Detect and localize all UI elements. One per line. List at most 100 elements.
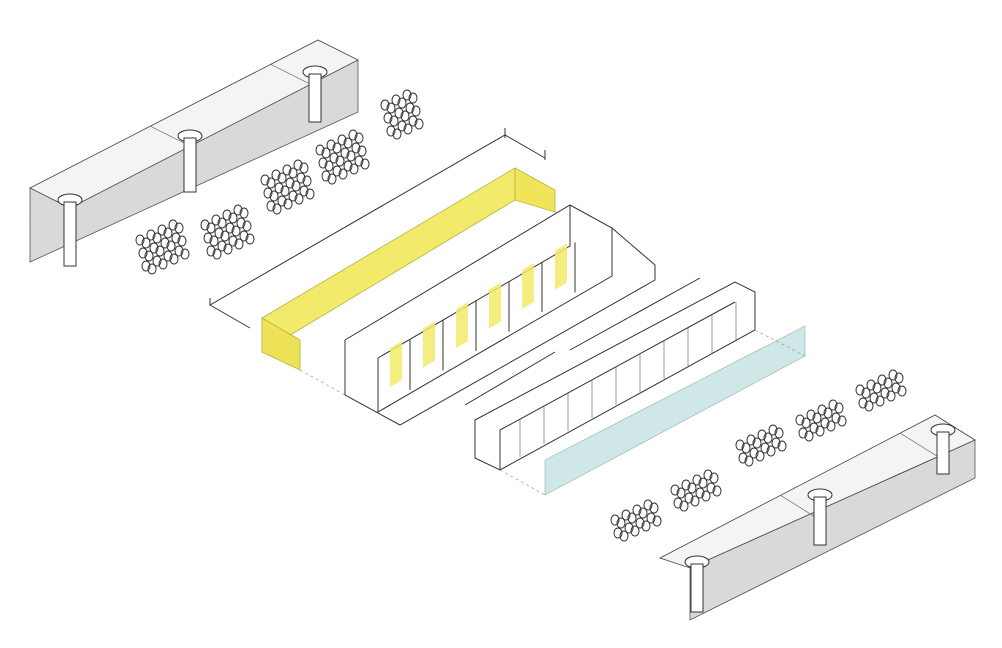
bike-wheel — [285, 177, 295, 189]
bike-wheel — [400, 110, 410, 122]
bike-wheel — [706, 482, 716, 494]
bike-wheel — [888, 369, 898, 381]
bike-wheel — [269, 190, 279, 202]
bike-wheel — [806, 409, 816, 421]
bike-wheel — [383, 112, 393, 124]
bike-wheel — [872, 382, 882, 394]
bike-wheel — [613, 527, 623, 539]
bike-wheel — [222, 209, 232, 221]
bike-wheel — [834, 402, 844, 414]
bike-wheel — [174, 222, 184, 234]
bike-wheel — [690, 495, 700, 507]
column — [57, 193, 83, 267]
bike-wheel — [701, 490, 711, 502]
bike-wheel — [828, 399, 838, 411]
bike-wheel — [138, 247, 148, 259]
bike-wheel — [741, 442, 751, 454]
bike-wheel — [157, 224, 167, 236]
bike-wheel — [386, 125, 396, 137]
bike-wheel — [217, 217, 227, 229]
bike-wheel — [394, 107, 404, 119]
bike-wheel — [231, 225, 241, 237]
bike-wheel — [638, 507, 648, 519]
bike-wheel — [335, 155, 345, 167]
bike-wheel — [795, 414, 805, 426]
bike-wheel — [315, 144, 325, 156]
rails — [209, 128, 701, 406]
bike-wheel — [695, 487, 705, 499]
bike-wheel — [676, 487, 686, 499]
bike-wheel — [263, 187, 273, 199]
bike-wheel — [209, 235, 219, 247]
bike-wheel — [239, 230, 249, 242]
bike-wheel — [886, 390, 896, 402]
bike-wheel — [141, 260, 151, 272]
highlight-panel — [522, 263, 534, 309]
bike-wheel — [391, 94, 401, 106]
highlight-panel — [555, 243, 567, 290]
bike-wheel — [831, 412, 841, 424]
column — [177, 129, 203, 193]
bike-wheel — [291, 180, 301, 192]
bike-wheel — [332, 142, 342, 154]
bike-wheel — [266, 177, 276, 189]
bike-wheel — [228, 235, 238, 247]
bike-wheel — [766, 445, 776, 457]
bike-wheel — [738, 452, 748, 464]
bike-wheel — [679, 500, 689, 512]
bike-wheel — [166, 240, 176, 252]
bike-cluster — [735, 424, 787, 467]
bike-wheel — [403, 123, 413, 135]
bike-wheel — [875, 395, 885, 407]
bike-wheel — [163, 227, 173, 239]
bike-wheel — [894, 372, 904, 384]
bike-wheel — [771, 437, 781, 449]
bike-wheel — [643, 499, 653, 511]
highlight-panel — [390, 341, 402, 387]
bike-wheel — [147, 263, 157, 275]
bike-wheel — [709, 472, 719, 484]
bike-wheel — [632, 504, 642, 516]
highlight-panel — [456, 302, 468, 348]
column — [684, 555, 710, 613]
bike-wheel — [329, 152, 339, 164]
bike-wheel — [180, 248, 190, 260]
bike-wheel — [698, 477, 708, 489]
bike-wheel — [627, 512, 637, 524]
bike-wheel — [646, 512, 656, 524]
bike-wheel — [408, 92, 418, 104]
bike-wheel — [855, 384, 865, 396]
bike-wheel — [346, 150, 356, 162]
bike-wheel — [220, 230, 230, 242]
bike-wheel — [141, 237, 151, 249]
column — [930, 423, 956, 475]
bike-wheel — [858, 397, 868, 409]
bike-wheel — [641, 520, 651, 532]
bike-wheel — [338, 168, 348, 180]
bike-wheel — [171, 232, 181, 244]
bike-wheel — [245, 233, 255, 245]
bike-cluster — [315, 129, 370, 185]
bike-wheel — [752, 437, 762, 449]
bike-wheel — [757, 429, 767, 441]
bike-wheel — [206, 245, 216, 257]
bike-wheel — [408, 115, 418, 127]
bike-wheel — [242, 220, 252, 232]
bike-wheel — [861, 387, 871, 399]
bike-wheel — [351, 142, 361, 154]
bike-wheel — [712, 485, 722, 497]
bike-wheel — [337, 134, 347, 146]
bike-wheel — [755, 450, 765, 462]
highlight-panel — [489, 282, 501, 329]
bike-wheel — [687, 482, 697, 494]
bike-wheel — [343, 137, 353, 149]
bike-wheel — [826, 420, 836, 432]
bike-wheel — [340, 147, 350, 159]
bike-wheel — [271, 169, 281, 181]
bike-wheel — [397, 97, 407, 109]
bike-cluster — [380, 89, 424, 140]
bike-wheel — [236, 217, 246, 229]
bike-wheel — [866, 379, 876, 391]
bike-wheel — [392, 128, 402, 140]
